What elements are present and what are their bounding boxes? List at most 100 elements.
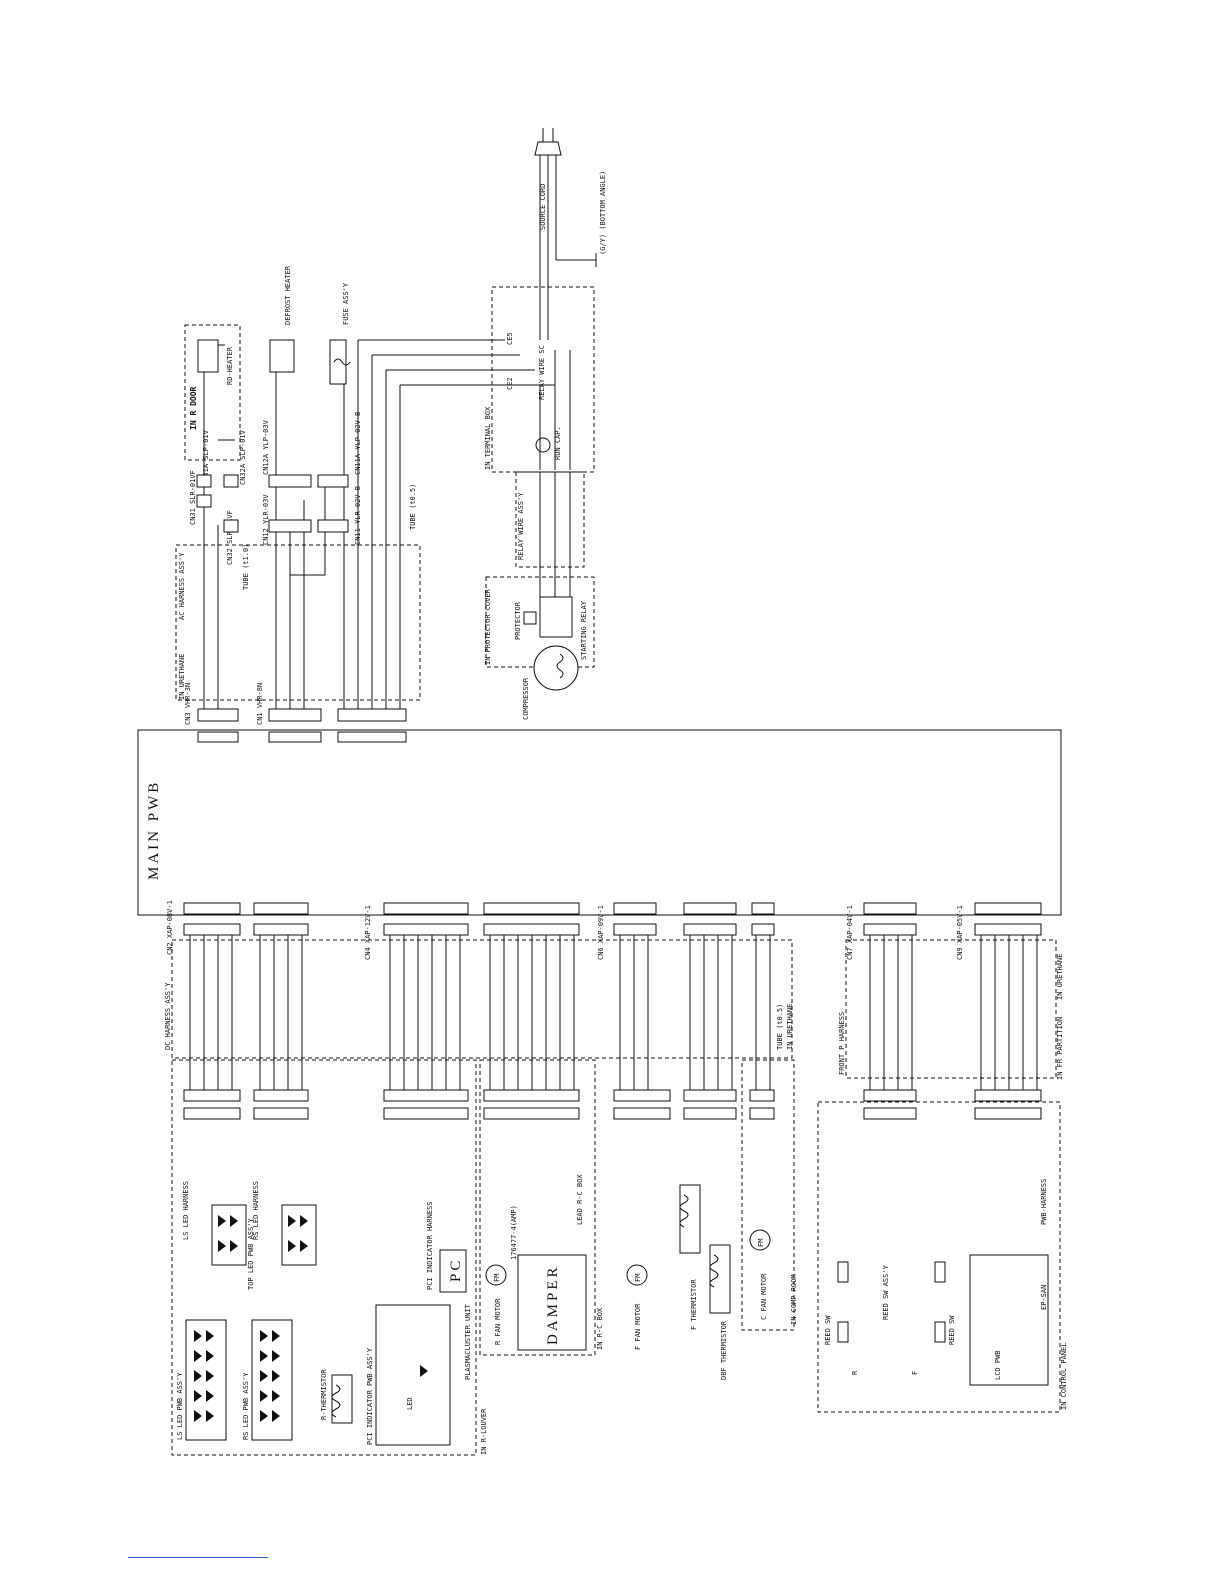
- cn1-label: CN1 VHR-8N: [256, 683, 264, 725]
- relay-wire-assy-label: RELAY WIRE ASS'Y: [517, 492, 525, 560]
- reed-sw-assy-label: REED SW ASS'Y: [882, 1264, 890, 1320]
- cn4-label: CN4 XAP-12V-1: [364, 905, 372, 960]
- starting-relay-label: STARTING RELAY: [580, 600, 588, 660]
- dc-harness-box: [171, 939, 793, 1059]
- bottom-angle-label: (G/Y) (BOTTOM ANGLE): [599, 171, 607, 255]
- f-label: F: [911, 1371, 919, 1375]
- main-pwb-top-pins: [197, 708, 407, 743]
- defrost-heater-element: [269, 339, 295, 373]
- r-louver-box: [171, 1059, 477, 1456]
- defrost-heater-label: DEFROST HEATER: [284, 265, 292, 325]
- cn11a-label: CN11A YLP-02V-B: [354, 412, 362, 475]
- footer-rule: [128, 1557, 268, 1558]
- in-r-louver-label: IN R-LOUVER: [480, 1408, 488, 1455]
- ce2-label: CE2: [506, 377, 514, 390]
- top-led-pwb-rs: [281, 1204, 317, 1266]
- relay-wire-sc-label: RELAY WIRE SC: [538, 345, 546, 400]
- reed-sw-f-label: REED SW: [948, 1315, 956, 1345]
- r-thermistor: [331, 1374, 353, 1424]
- c-fan-motor: [749, 1229, 771, 1251]
- rc-box: [479, 1059, 596, 1356]
- reed-sw-f-1: [934, 1261, 946, 1283]
- lcd-pwb-label: LCD PWB: [994, 1350, 1002, 1380]
- r-thermistor-label: R-THERMISTOR: [320, 1369, 328, 1420]
- rs-led-harness-label: RS LED HARNESS: [252, 1181, 260, 1240]
- lead-rc-box-label: LEAD R-C BOX: [576, 1174, 584, 1225]
- ls-led-pwb-label: LS LED PWB ASS'Y: [176, 1372, 184, 1440]
- ep-san-label: EP-SAN: [1040, 1285, 1048, 1310]
- amp-label: 176477-4(AMP): [510, 1205, 518, 1260]
- middle-connectors: [183, 1089, 1042, 1120]
- top-led-pwb-ls: [211, 1204, 247, 1266]
- pci-indicator-pwb: [375, 1304, 451, 1446]
- ls-led-harness-label: LS LED HARNESS: [182, 1181, 190, 1240]
- compressor: [533, 645, 579, 691]
- in-urethane-b-label: IN URETHANE: [786, 1004, 794, 1050]
- f-fan-motor: [626, 1264, 648, 1286]
- ce5-label: CE5: [506, 332, 514, 345]
- pci-indicator-harness-label: PCI INDICATOR HARNESS: [426, 1201, 434, 1290]
- in-urethane-label: IN URETHANE: [178, 654, 186, 700]
- cn9-label: CN9 XAP-05V-1: [956, 905, 964, 960]
- source-cord-label: SOURCE CORD: [539, 184, 547, 230]
- run-capacitor: [535, 437, 551, 453]
- lcd-pwb: [969, 1254, 1049, 1386]
- cn7-label: CN7 XAP-04V-1: [846, 905, 854, 960]
- bottom-wires: [189, 935, 1038, 1090]
- cn12-label: CN12 YLR-03V: [262, 494, 270, 545]
- main-pwb-box: [137, 729, 1062, 916]
- top-connector-pairs: [196, 474, 349, 533]
- cn32a-label: CN32A SLP-01V: [239, 429, 247, 485]
- reed-sw-r-label: REED SW: [824, 1315, 832, 1345]
- pc-unit: [439, 1249, 467, 1293]
- in-comp-room-label: IN COMP ROOM: [790, 1274, 798, 1325]
- dc-harness-label: DC HARNESS ASS'Y: [164, 982, 172, 1050]
- in-fr-partition-label: IN FR PARTITION: [1056, 1017, 1064, 1080]
- cn31a-label: CN31A SLP-01V: [202, 429, 210, 485]
- starting-relay: [539, 596, 573, 638]
- control-panel-box: [817, 1101, 1061, 1413]
- tube-c-label: TUBE (t0.5): [776, 1004, 784, 1050]
- f-fan-motor-label: F FAN MOTOR: [634, 1303, 642, 1350]
- led-symbol: [420, 1365, 428, 1377]
- rd-heater-label: RD-HEATER: [226, 346, 234, 385]
- terminal-box: [491, 286, 595, 473]
- in-urethane-c-label: IN URETHANE: [1056, 954, 1064, 1000]
- c-fan-motor-label: C FAN MOTOR: [760, 1273, 768, 1320]
- cn6-label: CN6 XAP-09V-1: [597, 905, 605, 960]
- fr-partition-box: [845, 939, 1057, 1079]
- pc-label: PC: [448, 1258, 464, 1282]
- pwb-harness-label: PWB-HARNESS: [1040, 1179, 1048, 1225]
- f-thermistor-label: F THERMISTOR: [690, 1279, 698, 1330]
- in-protector-cover-label: IN PROTECTOR COVER: [484, 588, 492, 665]
- tube-top-label: TUBE (t0.5): [409, 484, 417, 530]
- compressor-label: COMPRESSOR: [522, 677, 530, 720]
- damper-label: DAMPER: [545, 1264, 561, 1345]
- in-rc-box-label: IN R-C BOX: [596, 1307, 604, 1350]
- pci-indicator-pwb-label: PCI INDICATOR PWB ASS'Y: [366, 1347, 374, 1445]
- reed-sw-f-2: [934, 1321, 946, 1343]
- plasmacluster-label: PLASMACLUSTER UNIT: [464, 1303, 472, 1380]
- led-label: LED: [406, 1397, 414, 1410]
- r-fan-motor-label: R FAN MOTOR: [494, 1298, 502, 1345]
- ac-harness-label: AC HARNESS ASS'Y: [178, 552, 186, 620]
- reed-sw-r-2: [837, 1321, 849, 1343]
- ac-harness-box: [175, 544, 421, 701]
- damper: [517, 1254, 587, 1351]
- c-fan-motor-fm: FM: [757, 1239, 765, 1247]
- relay-wire-assy-box: [515, 471, 585, 568]
- cn11-label: CN11 YLR-02V-B: [354, 486, 362, 545]
- fuse-assy-label: FUSE ASS'Y: [342, 282, 350, 325]
- r-fan-motor-fm: FM: [493, 1274, 501, 1282]
- main-pwb-bottom-pins: [183, 902, 1042, 936]
- rs-led-pwb-label: RS LED PWB ASS'Y: [242, 1372, 250, 1440]
- top-led-pwb-label: TOP LED PWB ASS'Y: [247, 1218, 255, 1290]
- led-diodes: [194, 1215, 308, 1422]
- front-p-harness-label: FRONT P HARNESS: [838, 1012, 846, 1075]
- protector-label: PROTECTOR: [514, 601, 522, 640]
- fuse-element: [329, 339, 347, 385]
- run-cap-label: RUN CAP.: [554, 426, 562, 460]
- cn3-label: CN3 VHR-3N: [184, 683, 192, 725]
- rd-heater-element: [197, 339, 219, 373]
